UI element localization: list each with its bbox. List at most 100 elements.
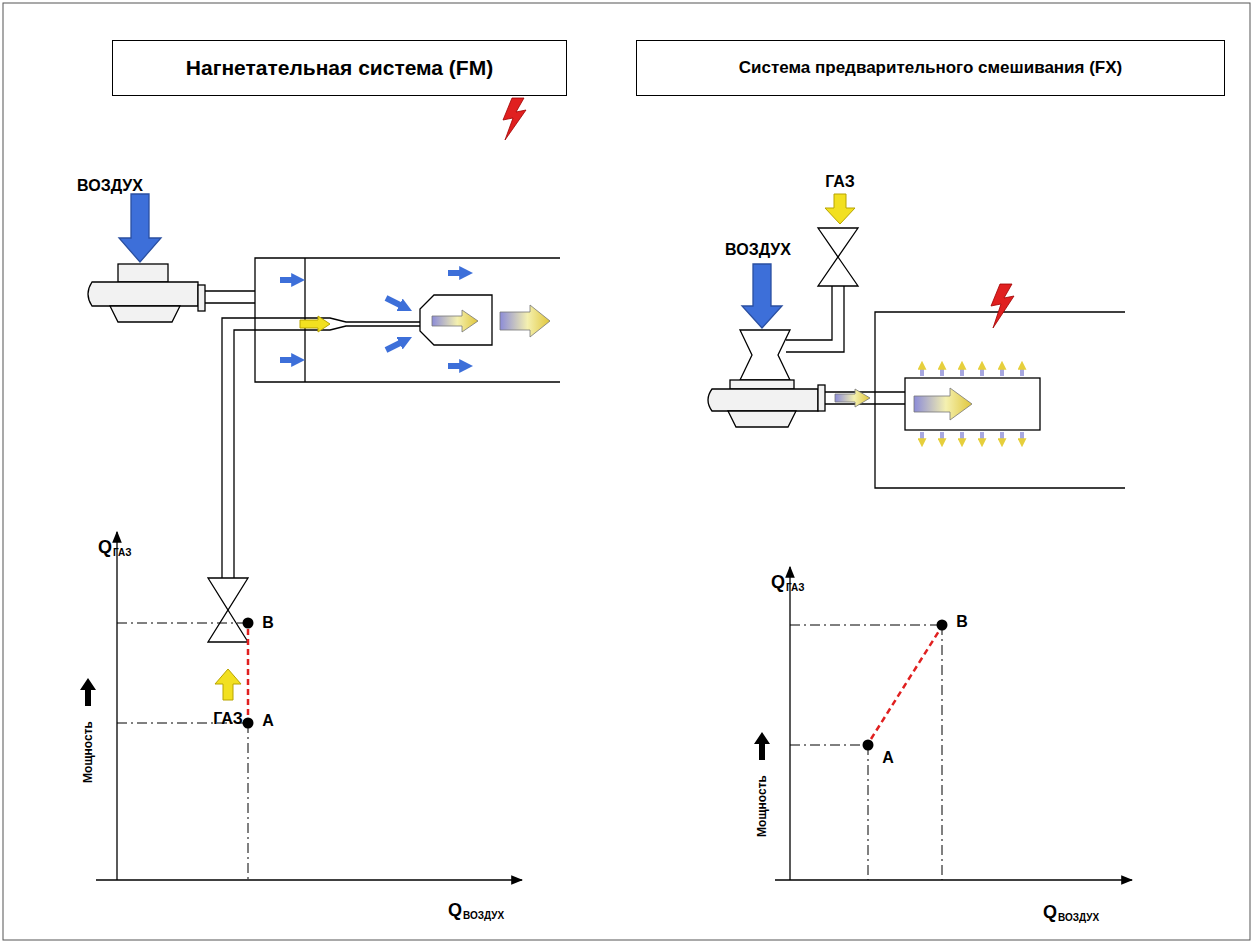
- gas-label: ГАЗ: [213, 711, 243, 727]
- heading-text: Нагнетательная система (FM): [186, 56, 493, 80]
- fm-illustration-part: [280, 277, 294, 283]
- fx-illustration-part: [960, 368, 964, 376]
- fx-illustration-part: [905, 378, 1040, 430]
- frame: [3, 3, 1250, 940]
- fx-illustration-part: [980, 432, 984, 440]
- air-label: ВОЗДУХ: [77, 178, 143, 194]
- point-label: B: [262, 615, 274, 631]
- fx-illustration-part: [920, 368, 924, 376]
- fx-illustration-part: [1020, 432, 1024, 440]
- fx-illustration-part: [818, 385, 825, 411]
- axis-symbol: Q: [448, 901, 462, 919]
- axis-subscript: ВОЗДУХ: [1058, 913, 1099, 923]
- fx-illustration-part: [786, 286, 832, 340]
- fx-chart-part: [863, 740, 874, 751]
- fx-illustration-part: [914, 388, 972, 420]
- fm-illustration-part: [448, 363, 462, 369]
- axis-subscript: ГАЗ: [113, 548, 132, 558]
- fm-illustration: [88, 98, 560, 700]
- fm-chart-part: [96, 879, 522, 880]
- axis-note: Мощность: [756, 775, 768, 837]
- fx-chart-part: [754, 732, 770, 760]
- fx-illustration-part: [1000, 368, 1004, 376]
- fm-illustration-part: [234, 326, 420, 578]
- fm-illustration-part: [118, 264, 168, 282]
- fx-chart-part: [942, 625, 943, 880]
- fx-illustration-part: [991, 284, 1014, 328]
- title-box: Нагнетательная система (FM): [112, 40, 567, 96]
- axis-symbol: Q: [1043, 903, 1057, 921]
- axis-subscript: ГАЗ: [786, 583, 805, 593]
- fm-illustration-part: [110, 306, 180, 322]
- fx-chart-part: [871, 631, 939, 739]
- fm-chart-part: [247, 629, 250, 717]
- fx-illustration-part: [742, 264, 782, 328]
- point-label: A: [262, 713, 274, 729]
- fx-chart: [754, 567, 1132, 880]
- fx-chart-part: [790, 625, 942, 880]
- title-box: Система предварительного смешивания (FX): [636, 40, 1225, 96]
- fm-illustration-part: [222, 318, 420, 578]
- fx-chart-part: [937, 620, 948, 631]
- fx-chart-part: [775, 879, 1132, 880]
- fm-illustration-part: [119, 194, 161, 262]
- fx-illustration-part: [960, 432, 964, 440]
- axis-note: Мощность: [82, 721, 94, 783]
- fx-illustration-part: [708, 389, 818, 411]
- fx-illustration: [708, 194, 1125, 488]
- fx-chart-part: [790, 745, 868, 746]
- fx-illustration-part: [940, 432, 944, 440]
- fx-illustration-part: [940, 368, 944, 376]
- fx-illustration-part: [728, 411, 796, 427]
- axis-subscript: ВОЗДУХ: [463, 911, 504, 921]
- fx-illustration-part: [980, 368, 984, 376]
- fm-illustration-part: [88, 282, 198, 306]
- fx-chart-part: [789, 567, 790, 880]
- fm-illustration-part: [300, 316, 330, 332]
- fm-illustration-part: [280, 357, 294, 363]
- fm-chart-part: [117, 623, 248, 624]
- fm-illustration-part: [255, 258, 560, 382]
- fx-illustration-part: [730, 380, 794, 389]
- fm-illustration-part: [448, 270, 462, 276]
- fm-illustration-part: [215, 669, 241, 700]
- fx-illustration-part: [922, 368, 1022, 440]
- fm-chart-part: [80, 678, 96, 706]
- fx-illustration-part: [920, 432, 924, 440]
- fm-chart-part: [243, 618, 254, 629]
- fm-illustration-part: [198, 285, 205, 311]
- fm-chart-part: [248, 723, 249, 880]
- point-label: A: [882, 750, 894, 766]
- fm-chart-part: [116, 532, 117, 880]
- fm-chart: [80, 532, 522, 880]
- axis-symbol: Q: [98, 538, 112, 556]
- fx-chart-part: [868, 745, 869, 880]
- fm-illustration-part: [420, 295, 492, 345]
- heading-text: Система предварительного смешивания (FX): [739, 58, 1123, 78]
- point-label: B: [956, 614, 968, 630]
- fm-illustration-part: [280, 273, 462, 366]
- fm-chart-part: [243, 718, 254, 729]
- fm-illustration-part: [503, 98, 526, 140]
- air-label: ВОЗДУХ: [725, 242, 791, 258]
- fm-illustration-part: [205, 291, 255, 303]
- fx-illustration-part: [740, 330, 790, 380]
- fm-illustration-part: [208, 610, 248, 642]
- fm-illustration-part: [500, 305, 550, 337]
- fx-illustration-part: [835, 389, 870, 407]
- fx-illustration-part: [818, 228, 858, 257]
- axis-symbol: Q: [771, 573, 785, 591]
- gas-label: ГАЗ: [825, 174, 855, 190]
- fx-illustration-part: [1000, 432, 1004, 440]
- fm-chart-part: [117, 623, 248, 880]
- fm-illustration-part: [386, 342, 402, 350]
- fx-illustration-part: [1020, 368, 1024, 376]
- fx-illustration-part: [818, 257, 858, 286]
- fx-illustration-part: [875, 312, 1125, 488]
- fm-illustration-part: [386, 298, 402, 306]
- fx-chart-part: [790, 625, 942, 626]
- fx-illustration-part: [825, 194, 855, 224]
